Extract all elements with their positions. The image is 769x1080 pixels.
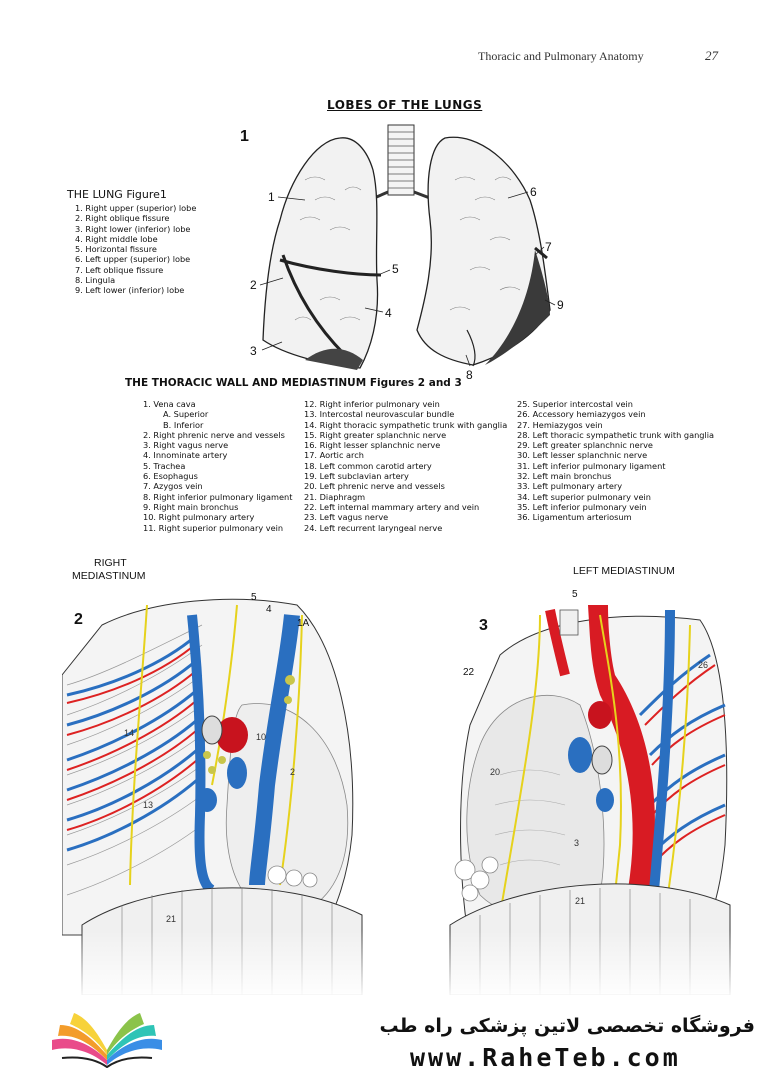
legend-item: 25. Superior intercostal vein	[517, 399, 633, 409]
bottom-fade	[0, 930, 769, 1000]
legend-item: 23. Left vagus nerve	[304, 512, 389, 523]
fig2-callout-4: 4	[266, 604, 272, 615]
callout-5: 5	[392, 262, 399, 276]
lobes-title: LOBES OF THE LUNGS	[327, 98, 483, 112]
legend-item: A. Superior	[163, 409, 209, 420]
legend-item: 24. Left recurrent laryngeal nerve	[304, 522, 443, 533]
legend-item: 26. Accessory hemiazygos vein	[517, 409, 646, 420]
callout-6: 6	[530, 185, 537, 199]
book-logo-icon	[52, 1013, 162, 1068]
legend-item: 21. Diaphragm	[304, 491, 366, 502]
legend-item: 9. Right main bronchus	[143, 501, 239, 512]
legend-item: 19. Left subclavian artery	[304, 471, 409, 482]
legend-item: 8. Lingula	[75, 275, 116, 286]
legend-item: 28. Left thoracic sympathetic trunk with…	[517, 429, 715, 440]
legend-item: 35. Left inferior pulmonary vein	[517, 501, 647, 512]
figure1-legend-title: THE LUNG Figure1	[67, 188, 167, 201]
page-number: 27	[705, 48, 718, 63]
store-website[interactable]: www.RaheTeb.com	[410, 1043, 681, 1072]
legend-item: 8. Right inferior pulmonary ligament	[143, 491, 293, 502]
callout-7: 7	[545, 240, 552, 254]
left-lung-illustration	[416, 136, 551, 366]
legend-item: B. Inferior	[163, 419, 204, 430]
legend-item: 5. Horizontal fissure	[75, 244, 157, 255]
fig2-callout-10: 10	[256, 732, 267, 742]
callout-3: 3	[250, 344, 257, 358]
legend-item: 10. Right pulmonary artery	[143, 512, 255, 523]
legend-item: 9. Left lower (inferior) lobe	[75, 285, 185, 296]
running-title: Thoracic and Pulmonary Anatomy	[478, 49, 644, 63]
fig3-callout-20: 20	[490, 767, 501, 777]
legend-item: 16. Right lesser splanchnic nerve	[304, 440, 441, 451]
legend-item: 20. Left phrenic nerve and vessels	[304, 481, 445, 492]
legend-item: 30. Left lesser splanchnic nerve	[517, 450, 648, 461]
legend-item: 5. Trachea	[143, 460, 186, 471]
legend-item: 6. Left upper (superior) lobe	[75, 254, 191, 265]
legend-item: 18. Left common carotid artery	[304, 460, 432, 471]
legend-item: 7. Left oblique fissure	[75, 264, 164, 275]
legend-item: 34. Left superior pulmonary vein	[517, 491, 651, 502]
legend-item: 29. Left greater splanchnic nerve	[517, 440, 653, 451]
mediastinum-legend-col3: 25. Superior intercostal vein 26. Access…	[517, 399, 714, 523]
mediastinum-legend-col2: 12. Right inferior pulmonary vein 13. In…	[304, 399, 507, 533]
legend-item: 22. Left internal mammary artery and vei…	[304, 501, 480, 512]
lungs-illustration	[262, 124, 551, 370]
mediastinum-section-title: THE THORACIC WALL AND MEDIASTINUM Figure…	[125, 377, 462, 389]
legend-item: 33. Left pulmonary artery	[517, 481, 623, 492]
fig3-callout-26: 26	[698, 660, 709, 670]
legend-item: 3. Right vagus nerve	[143, 440, 229, 451]
legend-item: 7. Azygos vein	[143, 481, 203, 492]
fig2-callout-21: 21	[166, 914, 177, 924]
figure3-label: LEFT MEDIASTINUM	[573, 565, 675, 577]
mediastinum-legend-col1: 1. Vena cava A. Superior B. Inferior 2. …	[143, 399, 292, 533]
legend-item: 27. Hemiazygos vein	[517, 419, 603, 430]
legend-item: 31. Left inferior pulmonary ligament	[517, 460, 666, 471]
figure2-label-right: RIGHT	[94, 557, 127, 569]
legend-item: 36. Ligamentum arteriosum	[517, 512, 632, 523]
legend-item: 1. Vena cava	[143, 399, 196, 409]
fig2-callout-13: 13	[143, 800, 154, 810]
figure1-number: 1	[240, 128, 249, 145]
legend-item: 12. Right inferior pulmonary vein	[304, 399, 440, 409]
legend-item: 14. Right thoracic sympathetic trunk wit…	[304, 419, 508, 430]
legend-item: 1. Right upper (superior) lobe	[75, 203, 197, 213]
legend-item: 32. Left main bronchus	[517, 471, 612, 482]
legend-item: 2. Right oblique fissure	[75, 213, 170, 224]
fig3-callout-3: 3	[574, 838, 580, 848]
fig3-callout-5: 5	[572, 589, 578, 600]
legend-item: 6. Esophagus	[143, 471, 198, 482]
figure1-leader-lines	[259, 191, 556, 367]
legend-item: 15. Right greater splanchnic nerve	[304, 429, 447, 440]
figure3-number: 3	[479, 617, 488, 634]
figure1-legend: THE LUNG Figure1 1. Right upper (superio…	[67, 188, 196, 296]
legend-item: 3. Right lower (inferior) lobe	[75, 223, 191, 234]
fig2-callout-5: 5	[251, 592, 257, 603]
legend-item: 17. Aortic arch	[304, 450, 364, 461]
legend-item: 13. Intercostal neurovascular bundle	[304, 409, 455, 420]
legend-item: 11. Right superior pulmonary vein	[143, 522, 284, 533]
store-name: فروشگاه تخصصی لاتین پزشکی راه طب	[379, 1015, 755, 1037]
callout-1: 1	[268, 190, 275, 204]
fig3-callout-21: 21	[575, 896, 586, 906]
store-footer: فروشگاه تخصصی لاتین پزشکی راه طب www.Rah…	[0, 995, 769, 1080]
trachea-illustration	[359, 124, 443, 213]
fig2-callout-14: 14	[124, 728, 135, 738]
callout-4: 4	[385, 306, 392, 320]
legend-item: 4. Right middle lobe	[75, 233, 158, 244]
legend-item: 4. Innominate artery	[143, 450, 228, 461]
fig2-callout-1a: 1A	[297, 618, 310, 629]
callout-9: 9	[557, 298, 564, 312]
legend-item: 2. Right phrenic nerve and vessels	[143, 429, 285, 440]
callout-2: 2	[250, 278, 257, 292]
fig2-callout-2: 2	[290, 767, 296, 777]
fig3-callout-22: 22	[463, 667, 475, 678]
figure2-number: 2	[74, 611, 83, 628]
figure2-label-mediastinum: MEDIASTINUM	[72, 570, 146, 582]
callout-8: 8	[466, 368, 473, 382]
